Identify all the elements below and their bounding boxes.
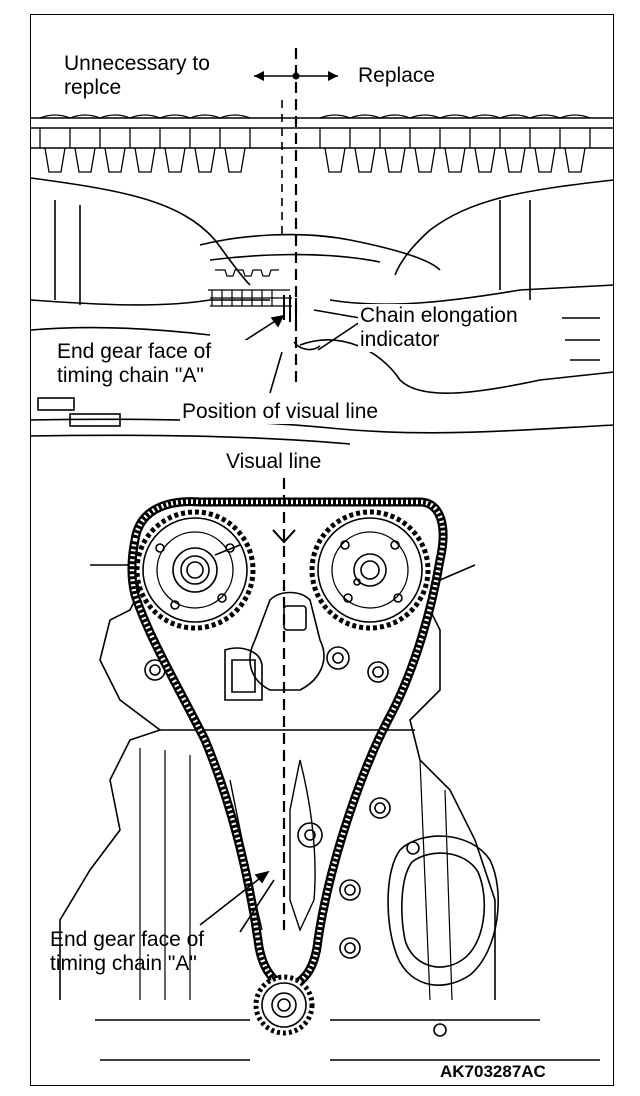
crankshaft-sprocket [253,974,315,1036]
label-end-gear-face-top: End gear face of timing chain "A" [55,340,249,388]
cover-bolts [144,646,447,1037]
label-end-gear-bottom-line2: timing chain "A" [50,952,197,975]
top-visual-line [254,48,338,388]
engine-front-view [59,564,600,1061]
label-unnecessary-line1: Unnecessary to [64,52,210,75]
timing-chain-loop [127,497,448,990]
label-unnecessary-line2: replce [64,76,122,99]
center-gear-detail [208,269,292,307]
sprocket-teeth-row [44,147,586,173]
label-chain-elongation-line2: indicator [360,328,440,351]
top-closeup-view [30,114,615,445]
figure-code: AK703287AC [440,1062,546,1081]
label-visual-line: Visual line [224,450,324,474]
bottom-visual-line [272,478,296,930]
label-end-gear-top-line2: timing chain "A" [57,364,204,387]
bottom-leader-lines [199,870,275,933]
label-end-gear-face-bottom: End gear face of timing chain "A" [48,928,242,976]
label-end-gear-top-line1: End gear face of [57,340,212,363]
upper-chain-links [39,114,591,148]
label-position-of-visual-line: Position of visual line [180,400,381,424]
label-unnecessary-to-replace: Unnecessary to replce [62,52,256,100]
label-chain-elongation-indicator: Chain elongation indicator [358,304,562,352]
top-leader-lines [237,309,361,394]
label-chain-elongation-line1: Chain elongation [360,304,518,327]
label-replace: Replace [358,64,436,87]
left-camshaft-sprocket [134,509,256,631]
label-end-gear-bottom-line1: End gear face of [50,928,205,951]
right-camshaft-sprocket [309,509,431,631]
